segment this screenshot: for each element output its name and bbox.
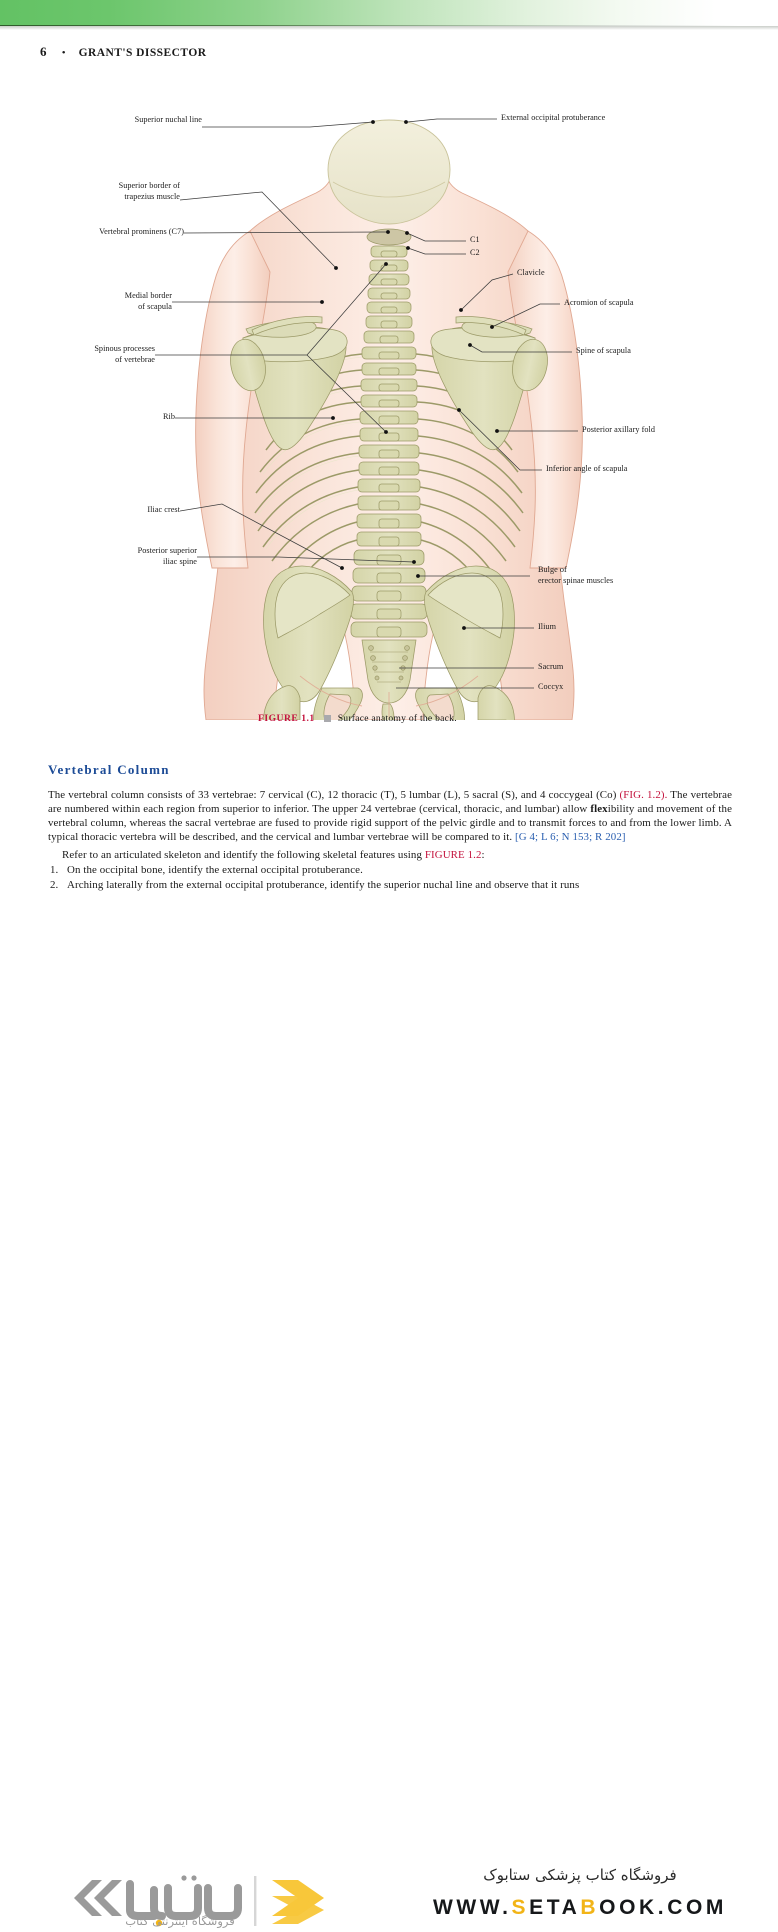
site-url[interactable]: WWW.SETABOOK.COM bbox=[400, 1896, 760, 1920]
list-item-number: 2. bbox=[50, 878, 59, 891]
label-spinous-processes: Spinous processes of vertebrae bbox=[94, 344, 155, 364]
site-block: فروشگاه کتاب پزشکی ستابوک WWW.SETABOOK.C… bbox=[400, 1866, 760, 1920]
label-clavicle: Clavicle bbox=[517, 268, 545, 277]
label-superior-nuchal-line: Superior nuchal line bbox=[134, 115, 202, 124]
label-ilium: Ilium bbox=[538, 622, 556, 631]
figure-caption-number: FIGURE 1.1 bbox=[258, 713, 315, 724]
list-item: 2. Arching laterally from the external o… bbox=[48, 878, 732, 892]
top-band-shadow bbox=[0, 26, 778, 30]
site-url-part-3: B bbox=[580, 1896, 600, 1919]
refer-text-b: : bbox=[481, 849, 485, 862]
runhead-separator: • bbox=[61, 47, 66, 59]
site-url-part-2: ETA bbox=[529, 1896, 581, 1919]
paragraph-vertebral-column: The vertebral column consists of 33 vert… bbox=[48, 788, 732, 844]
site-url-part-1: S bbox=[511, 1896, 530, 1919]
label-c2: C2 bbox=[470, 248, 480, 257]
list-item-number: 1. bbox=[50, 864, 59, 877]
body-content: Vertebral Column The vertebral column co… bbox=[48, 762, 732, 892]
label-medial-border-of-scapula: Medial border of scapula bbox=[124, 291, 172, 311]
label-bulge-erector-spinae: Bulge of erector spinae muscles bbox=[538, 565, 614, 585]
label-coccyx: Coccyx bbox=[538, 682, 564, 691]
figure-caption: FIGURE 1.1 Surface anatomy of the back. bbox=[258, 713, 457, 724]
label-posterior-superior-iliac-spine: Posterior superior iliac spine bbox=[137, 546, 197, 566]
figure-reference-1-2[interactable]: (FIG. 1.2). bbox=[619, 789, 668, 801]
figure-caption-text: Surface anatomy of the back. bbox=[337, 713, 457, 724]
label-vertebral-prominens-c7: Vertebral prominens (C7) bbox=[99, 227, 184, 236]
label-c1: C1 bbox=[470, 235, 480, 244]
label-external-occipital-protuberance: External occipital protuberance bbox=[501, 113, 606, 122]
top-green-band bbox=[0, 0, 778, 25]
occiput bbox=[327, 119, 451, 225]
para-text-flex: flex bbox=[590, 803, 608, 816]
label-iliac-crest: Iliac crest bbox=[147, 505, 180, 514]
logo-tagline: فروشگاه اینترنتی کتاب bbox=[125, 1914, 235, 1928]
list-item-text: Arching laterally from the external occi… bbox=[67, 878, 580, 891]
atlas-reference[interactable]: [G 4; L 6; N 153; R 202] bbox=[515, 831, 626, 844]
figure-1-1: Superior nuchal line Superior border of … bbox=[0, 80, 778, 720]
label-inferior-angle-of-scapula: Inferior angle of scapula bbox=[546, 464, 628, 473]
double-chevron-icon bbox=[74, 1880, 122, 1916]
list-item: 1. On the occipital bone, identify the e… bbox=[48, 863, 732, 877]
figure-reference-1-2-b[interactable]: FIGURE 1.2 bbox=[424, 849, 482, 862]
list-item-text: On the occipital bone, identify the exte… bbox=[67, 864, 363, 877]
surface-anatomy-illustration bbox=[155, 118, 583, 720]
para-text-c: ibility and movement of the vertebral co… bbox=[48, 803, 733, 844]
label-acromion-of-scapula: Acromion of scapula bbox=[564, 298, 634, 307]
label-superior-border-trapezius: Superior border of trapezius muscle bbox=[118, 181, 180, 201]
footer-watermark: فروشگاه اینترنتی کتاب فروشگاه کتاب پزشکی… bbox=[0, 928, 778, 1928]
steps-list: 1. On the occipital bone, identify the e… bbox=[48, 863, 732, 892]
label-sacrum: Sacrum bbox=[538, 662, 564, 671]
para-text-b: The vertebrae are numbered within each r… bbox=[48, 789, 733, 816]
refer-text-a: Refer to an articulated skeleton and ide… bbox=[62, 849, 425, 862]
page-number: 6 bbox=[40, 44, 47, 59]
book-title: GRANT'S DISSECTOR bbox=[78, 46, 207, 60]
refer-line: Refer to an articulated skeleton and ide… bbox=[48, 848, 732, 862]
site-url-part-0: WWW. bbox=[432, 1896, 512, 1919]
para-text-a: The vertebral column consists of 33 vert… bbox=[48, 789, 620, 801]
site-url-part-4: OOK.COM bbox=[599, 1896, 728, 1919]
site-tagline: فروشگاه کتاب پزشکی ستابوک bbox=[483, 1866, 677, 1884]
running-head: 6 • GRANT'S DISSECTOR bbox=[40, 44, 206, 60]
top-band-rule bbox=[0, 25, 778, 26]
label-spine-of-scapula: Spine of scapula bbox=[576, 346, 631, 355]
label-posterior-axillary-fold: Posterior axillary fold bbox=[582, 425, 656, 434]
caption-square-marker bbox=[323, 715, 331, 722]
label-rib: Rib bbox=[163, 412, 175, 421]
section-heading: Vertebral Column bbox=[48, 762, 170, 777]
